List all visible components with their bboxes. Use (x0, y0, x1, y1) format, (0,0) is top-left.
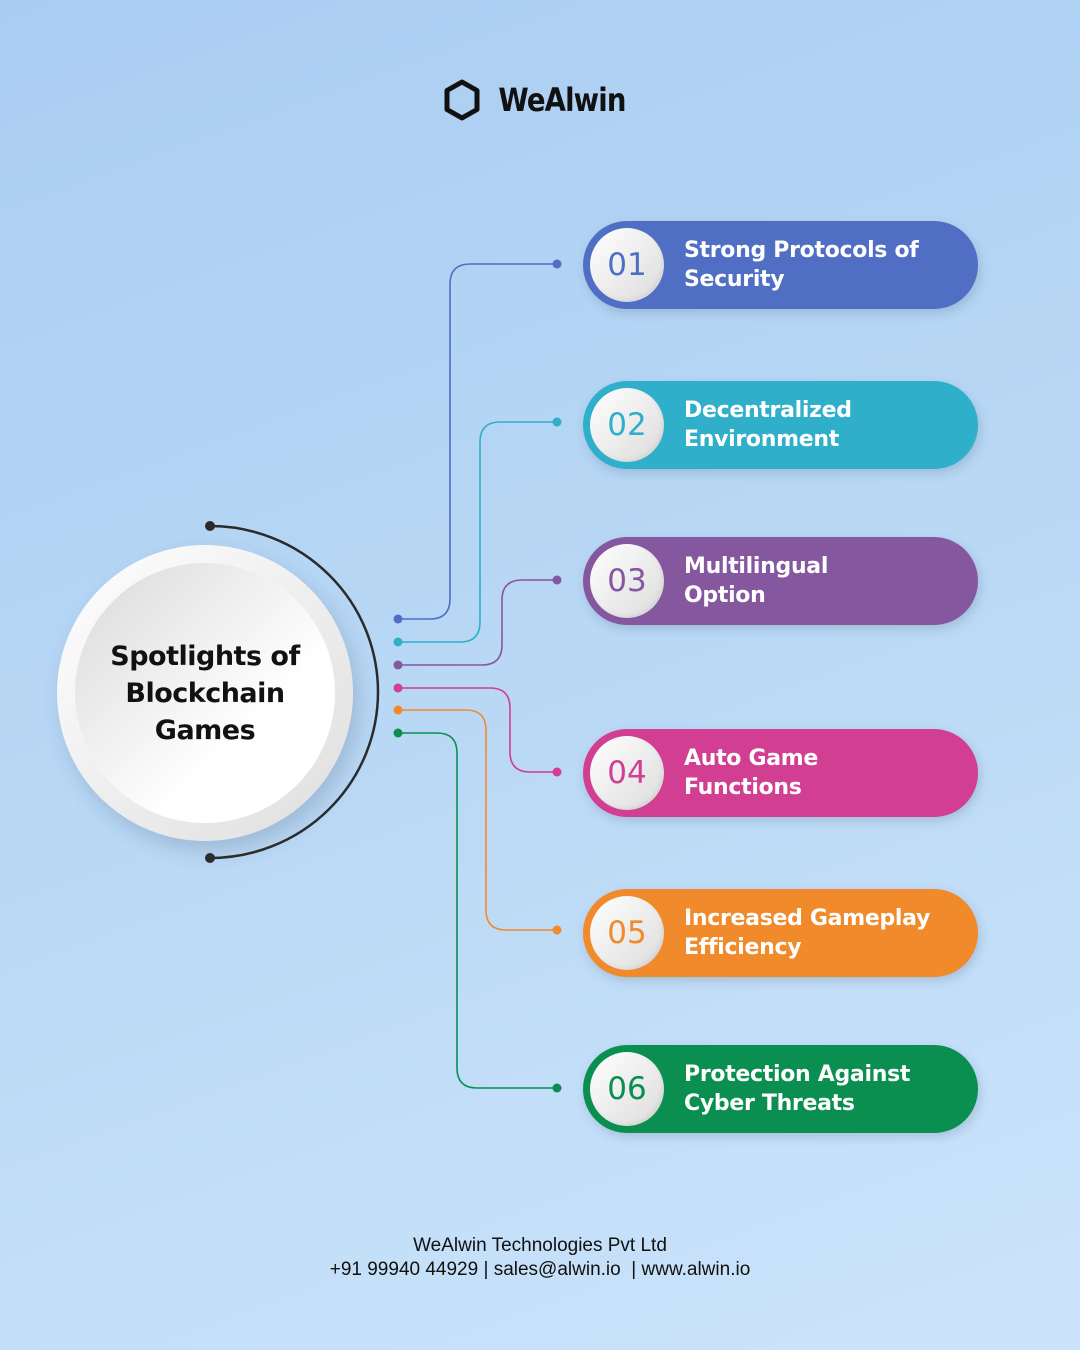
footer-website[interactable]: www.alwin.io (641, 1259, 751, 1280)
connector-01 (398, 263, 557, 620)
feature-label: Strong Protocols of Security (684, 238, 919, 292)
footer: WeAlwin Technologies Pvt Ltd +91 99940 4… (0, 1234, 1080, 1282)
hub-outer-arc (209, 524, 380, 860)
connector-03 (398, 579, 557, 666)
connector-dot-start-04 (393, 683, 403, 693)
connector-dot-start-01 (393, 614, 403, 624)
connector-dot-start-02 (393, 637, 403, 647)
feature-badge: 05 (590, 896, 664, 970)
hub-title: Spotlights of Blockchain Games (110, 640, 300, 746)
feature-badge: 01 (590, 228, 664, 302)
feature-pill-06: 06 Protection Against Cyber Threats (583, 1045, 978, 1133)
connector-dot-end-04 (552, 767, 562, 777)
feature-badge: 06 (590, 1052, 664, 1126)
connector-dot-end-05 (552, 925, 562, 935)
feature-label: Auto Game Functions (684, 746, 819, 800)
hub-arc-dot-bottom (205, 853, 215, 863)
feature-pill-02: 02 Decentralized Environment (583, 381, 978, 469)
feature-number: 05 (607, 915, 647, 951)
feature-label: Protection Against Cyber Threats (684, 1062, 911, 1116)
connector-06 (398, 732, 557, 1089)
connector-dot-end-01 (552, 259, 562, 269)
brand-logo: WeAlwin (0, 78, 1080, 122)
feature-pill-05: 05 Increased Gameplay Efficiency (583, 889, 978, 977)
connector-dot-end-02 (552, 417, 562, 427)
connector-04 (398, 687, 557, 773)
feature-number: 02 (607, 407, 647, 443)
hub-circle: Spotlights of Blockchain Games (57, 545, 353, 841)
connector-05 (398, 709, 557, 931)
feature-pill-03: 03 Multilingual Option (583, 537, 978, 625)
connector-dot-end-06 (552, 1083, 562, 1093)
feature-label: Increased Gameplay Efficiency (684, 906, 931, 960)
brand-name: WeAlwin (498, 81, 626, 119)
footer-company: WeAlwin Technologies Pvt Ltd (413, 1235, 667, 1256)
hub-inner-circle: Spotlights of Blockchain Games (75, 563, 335, 823)
connector-dot-start-06 (393, 728, 403, 738)
feature-badge: 04 (590, 736, 664, 810)
feature-badge: 03 (590, 544, 664, 618)
feature-pill-04: 04 Auto Game Functions (583, 729, 978, 817)
feature-number: 04 (607, 755, 647, 791)
footer-phone: +91 99940 44929 (329, 1259, 479, 1280)
feature-pill-01: 01 Strong Protocols of Security (583, 221, 978, 309)
connector-dot-end-03 (552, 575, 562, 585)
connector-02 (398, 421, 557, 643)
feature-label: Multilingual Option (684, 554, 829, 608)
hub-arc-dot-top (205, 521, 215, 531)
feature-number: 06 (607, 1071, 647, 1107)
connector-dot-start-03 (393, 660, 403, 670)
footer-email[interactable]: sales@alwin.io (493, 1259, 621, 1280)
connector-dot-start-05 (393, 705, 403, 715)
hexagon-logo-icon (444, 79, 480, 121)
feature-number: 03 (607, 563, 647, 599)
feature-badge: 02 (590, 388, 664, 462)
feature-number: 01 (607, 247, 647, 283)
footer-contact: +91 99940 44929 | sales@alwin.io | www.a… (329, 1259, 751, 1280)
feature-label: Decentralized Environment (684, 398, 852, 452)
